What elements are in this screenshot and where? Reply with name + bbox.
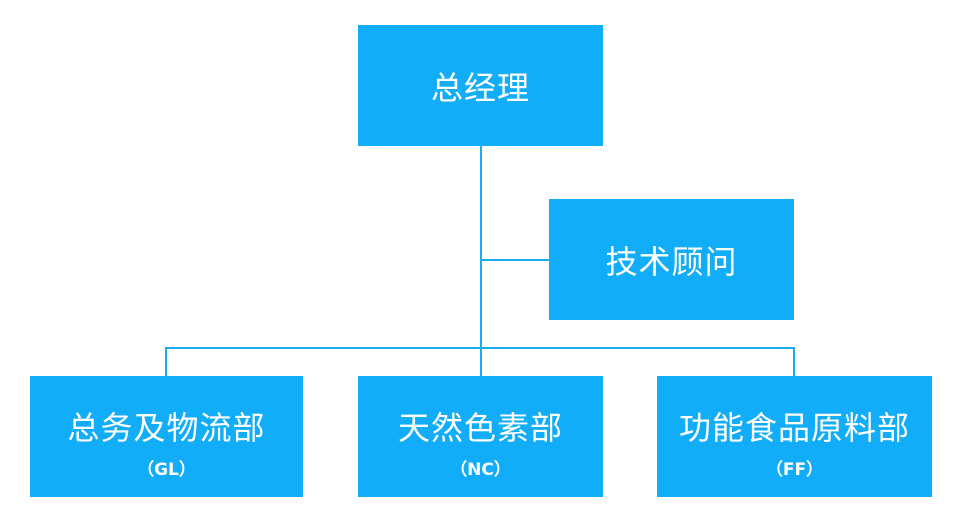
node-technical-advisor: 技术顾问 [549,199,794,320]
connector-drop-ff [793,347,795,376]
node-code: （NC） [450,460,511,480]
connector-advisor [481,259,549,261]
node-dept-nc: 天然色素部 （NC） [358,376,603,497]
node-title: 技术顾问 [605,242,738,281]
node-code: （GL） [137,460,196,480]
node-title: 功能食品原料部 [678,409,910,447]
node-title: 总务及物流部 [67,409,266,447]
connector-drop-gl [165,347,167,376]
node-dept-ff: 功能食品原料部 （FF） [657,376,932,497]
node-title: 总经理 [430,68,530,107]
connector-drop-nc [480,347,482,376]
node-dept-gl: 总务及物流部 （GL） [30,376,303,497]
node-general-manager: 总经理 [358,25,603,146]
node-title: 天然色素部 [397,409,563,447]
node-code: （FF） [765,460,824,480]
connector-root-vertical [480,146,482,349]
